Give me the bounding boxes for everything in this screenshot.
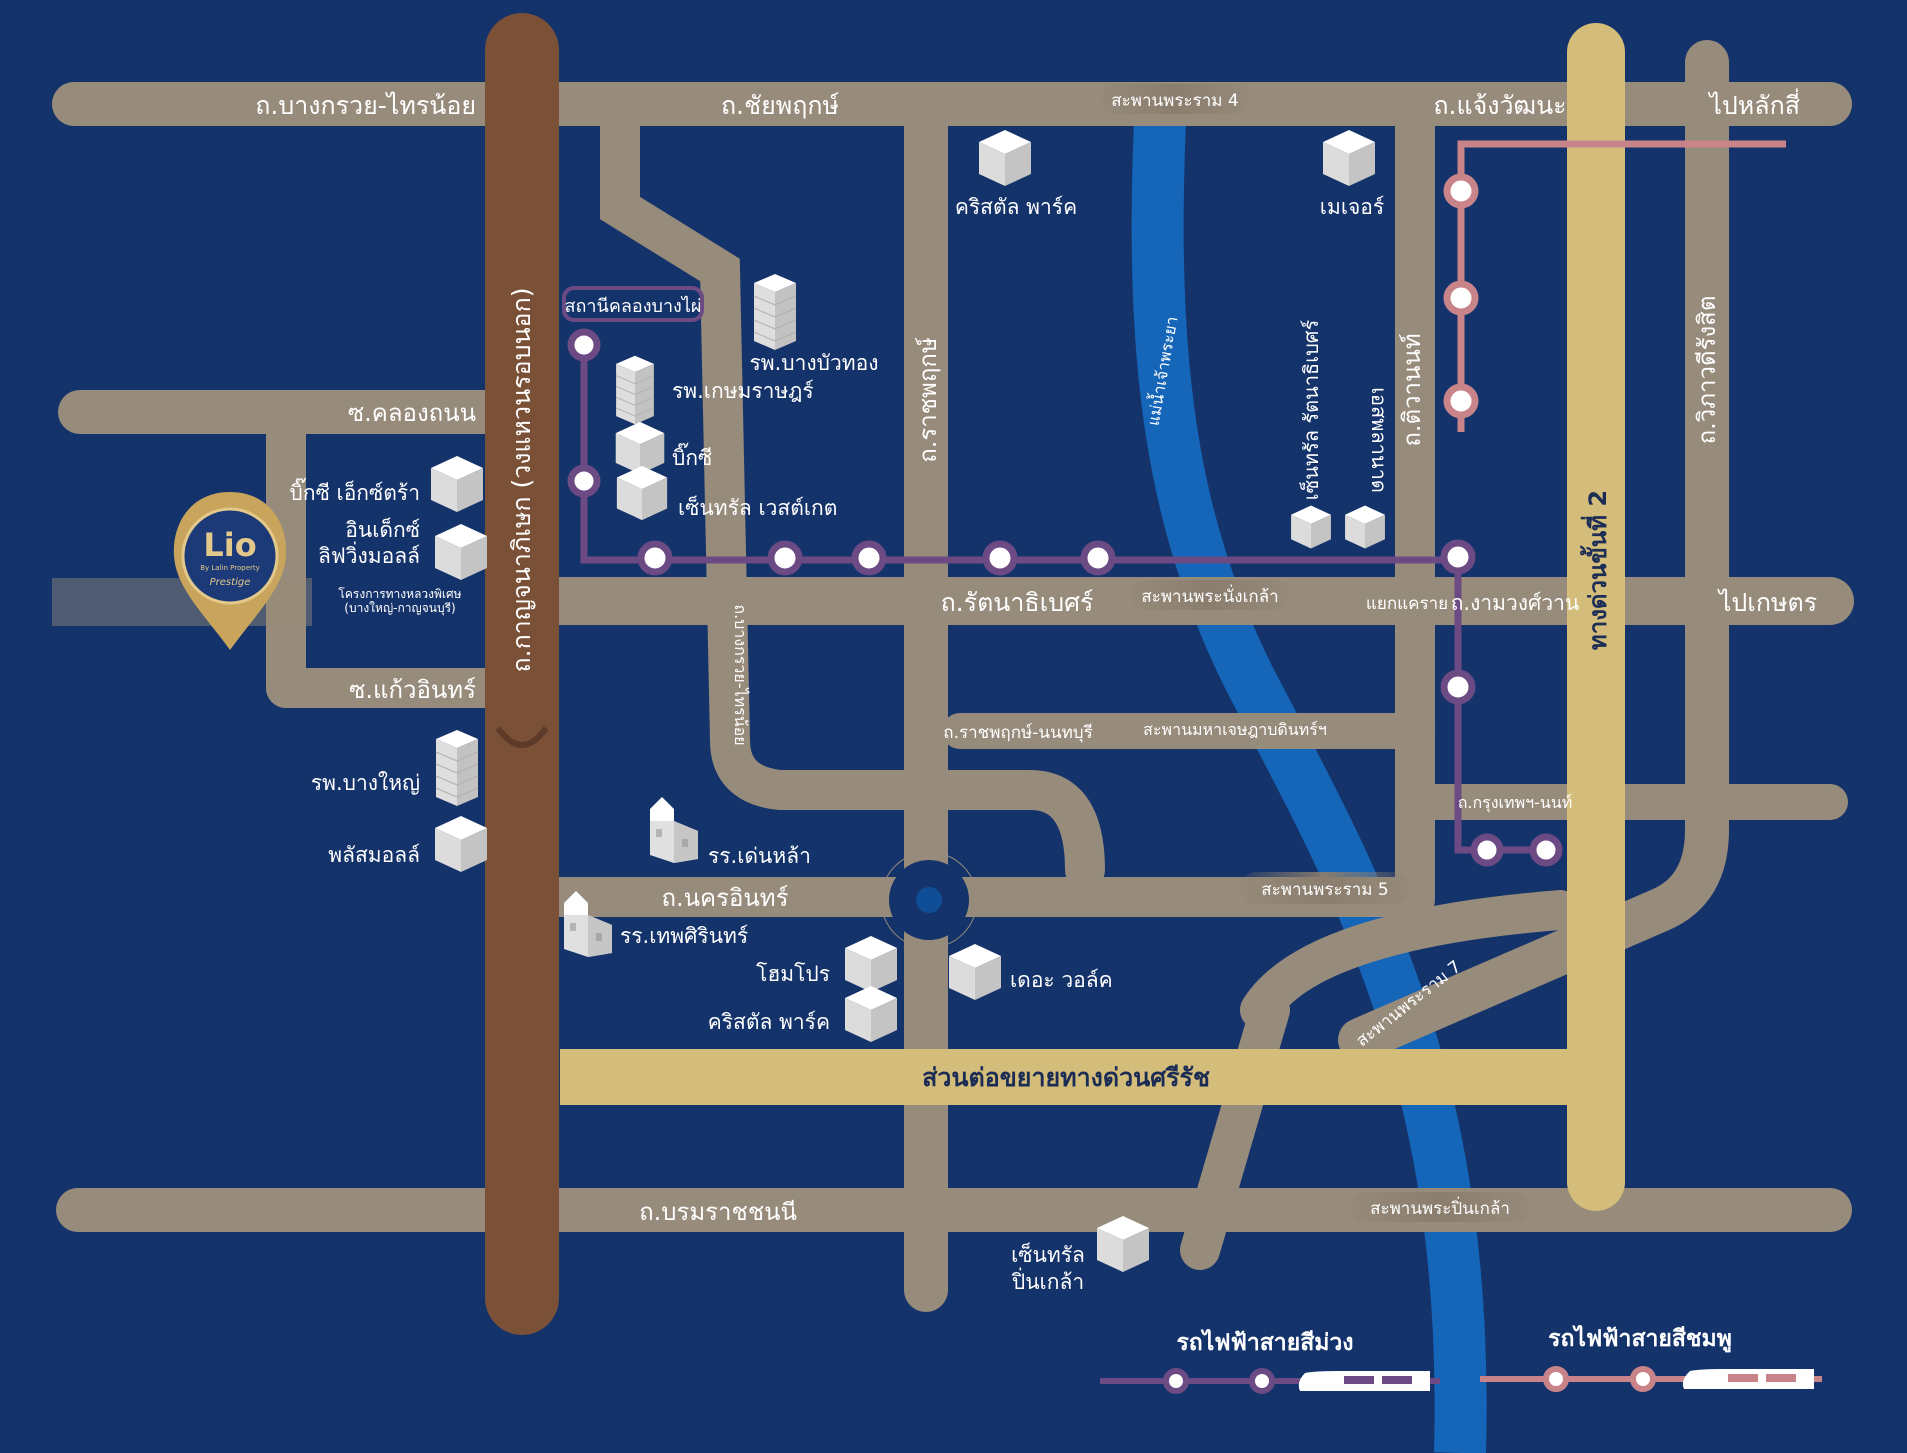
place-homepro: โฮมโปร: [756, 962, 830, 986]
road-label-bang-kruai: ถ.บางกรวย-ไทรน้อย: [255, 91, 476, 120]
bridge-maha-chesada-label: สะพานมหาเจษฎาบดินทร์ฯ: [1143, 720, 1327, 739]
sirirat-extension-road: [560, 1049, 1572, 1105]
homepro-building-icon: [845, 936, 897, 992]
legend-purple-line-label: รถไฟฟ้าสายสีม่วง: [1176, 1328, 1353, 1356]
special-highway-label: โครงการทางหลวงพิเศษ: [338, 587, 461, 601]
road-label-krungthep-non: ถ.กรุงเทพฯ-นนท์: [1458, 793, 1573, 813]
purple-line-stations: [567, 328, 1563, 867]
road-label-kanchanaphisek: ถ.กาญจนาภิเษก (วงแหวนรอบนอก): [507, 288, 536, 673]
index-living-mall-building-icon: [435, 524, 487, 580]
place-big-c: บิ๊กซี: [672, 442, 712, 470]
place-crystal-park-2: คริสตัล พาร์ค: [708, 1010, 830, 1034]
plus-mall-building-icon: [435, 816, 487, 872]
pink-line: [1457, 140, 1786, 432]
bang-yai-hospital-icon: [435, 729, 479, 807]
project-location-pin[interactable]: Lio By Lalin Property Prestige: [173, 492, 287, 650]
place-central-pinklao-line1: เซ็นทรัล: [1011, 1241, 1085, 1267]
road-label-tiwanon: ถ.ติวานนท์: [1398, 333, 1426, 446]
place-big-c-extra: บิ๊กซี เอ็กซ์ตร้า: [290, 477, 420, 505]
kasemrad-hospital-icon: [615, 355, 655, 425]
central-pinklao-building-icon: [1097, 1216, 1149, 1272]
road-label-wiphawadi: ถ.วิภาวดีรังสิต: [1693, 296, 1721, 445]
road-label-khlong-thanon: ซ.คลองถนน: [348, 399, 476, 427]
bridge-rama4-label: สะพานพระราม 4: [1111, 91, 1238, 111]
road-label-kaew-in: ซ.แก้วอินทร์: [349, 676, 476, 704]
place-kasemrad-hospital: รพ.เกษมราษฎร์: [672, 379, 814, 403]
road-label-chaengwattana: ถ.แจ้งวัฒนะ: [1433, 91, 1566, 120]
place-central-pinklao-line2: ปิ่นเกล้า: [1011, 1267, 1084, 1294]
the-walk-building-icon: [949, 944, 1001, 1000]
place-dennla-school: รร.เด่นหล้า: [708, 844, 811, 868]
road-label-khae-rai: แยกแคราย: [1366, 594, 1448, 614]
pin-tag: Prestige: [210, 577, 251, 588]
station-label: สถานีคลองบางไผ่: [562, 286, 704, 322]
train-icon: [1298, 1371, 1430, 1391]
train-icon: [1682, 1369, 1814, 1389]
road-label-ratchaphruek: ถ.ราชพฤกษ์: [914, 337, 942, 463]
crystal-park-2-building-icon: [845, 986, 897, 1042]
bang-bua-thong-hospital-icon: [753, 273, 797, 351]
legend: รถไฟฟ้าสายสีม่วง รถไฟฟ้าสายสีชมพู: [1100, 1324, 1822, 1394]
place-esplanade: เอสพลานาด: [1367, 387, 1391, 493]
road-label-ngamwongwan: ถ.งามวงศ์วาน: [1451, 591, 1580, 615]
road-label-bang-kruai-vertical: ถ.บางกรวย-ไทรน้อย: [731, 604, 750, 745]
road-label-borommaratchachonnani: ถ.บรมราชชนนี: [639, 1198, 797, 1226]
road-label-nakhon-in: ถ.นครอินทร์: [661, 884, 788, 912]
road-label-expressway-2: ทางด่วนขั้นที่ 2: [1579, 490, 1612, 650]
major-building-icon: [1323, 130, 1375, 186]
legend-pink-line-label: รถไฟฟ้าสายสีชมพู: [1548, 1324, 1732, 1353]
place-central-westgate: เซ็นทรัล เวสต์เกต: [678, 494, 837, 520]
place-central-rattanathibet: เซ็นทรัล รัตนาธิเบศร์: [1298, 320, 1323, 501]
place-crystal-park-1: คริสตัล พาร์ค: [955, 195, 1077, 219]
place-index-line2: ลิฟวิ่งมอลล์: [318, 541, 420, 568]
pin-brand: Lio: [203, 526, 256, 564]
road-label-ratchaphruek-nonthaburi: ถ.ราชพฤกษ์-นนทบุรี: [943, 723, 1092, 743]
road-label-to-kaset: ไปเกษตร: [1717, 588, 1817, 617]
pink-line-stations: [1443, 173, 1479, 419]
svg-text:สถานีคลองบางไผ่: สถานีคลองบางไผ่: [565, 295, 702, 317]
pin-sub: By Lalin Property: [200, 564, 260, 572]
place-thepsirin-school: รร.เทพศิรินทร์: [620, 924, 748, 948]
chao-phraya-river: [1131, 118, 1487, 1453]
special-highway-sublabel: (บางใหญ่-กาญจนบุรี): [344, 601, 455, 616]
roundabout-center: [916, 887, 942, 913]
place-bang-yai-hospital: รพ.บางใหญ่: [311, 771, 420, 795]
bridge-pin-klao-label: สะพานพระปิ่นเกล้า: [1370, 1196, 1510, 1219]
place-major: เมเจอร์: [1320, 195, 1384, 219]
bridge-phra-nang-klao-label: สะพานพระนั่งเกล้า: [1141, 584, 1278, 607]
road-label-to-lak-si: ไปหลักสี่: [1707, 88, 1800, 120]
bridge-rama5-label: สะพานพระราม 5: [1261, 880, 1388, 900]
kanchanaphisek-road: [485, 13, 559, 1335]
place-plus-mall: พลัสมอลล์: [328, 843, 420, 867]
road-label-sirirat-extension: ส่วนต่อขยายทางด่วนศรีรัช: [922, 1063, 1210, 1092]
place-index-line1: อินเด็กซ์: [345, 516, 420, 542]
place-the-walk: เดอะ วอล์ค: [1010, 968, 1113, 992]
road-label-rattanathibet: ถ.รัตนาธิเบศร์: [941, 588, 1094, 617]
place-bang-bua-thong-hospital: รพ.บางบัวทอง: [749, 351, 878, 375]
road-label-chaiyaphruek: ถ.ชัยพฤกษ์: [721, 91, 840, 120]
